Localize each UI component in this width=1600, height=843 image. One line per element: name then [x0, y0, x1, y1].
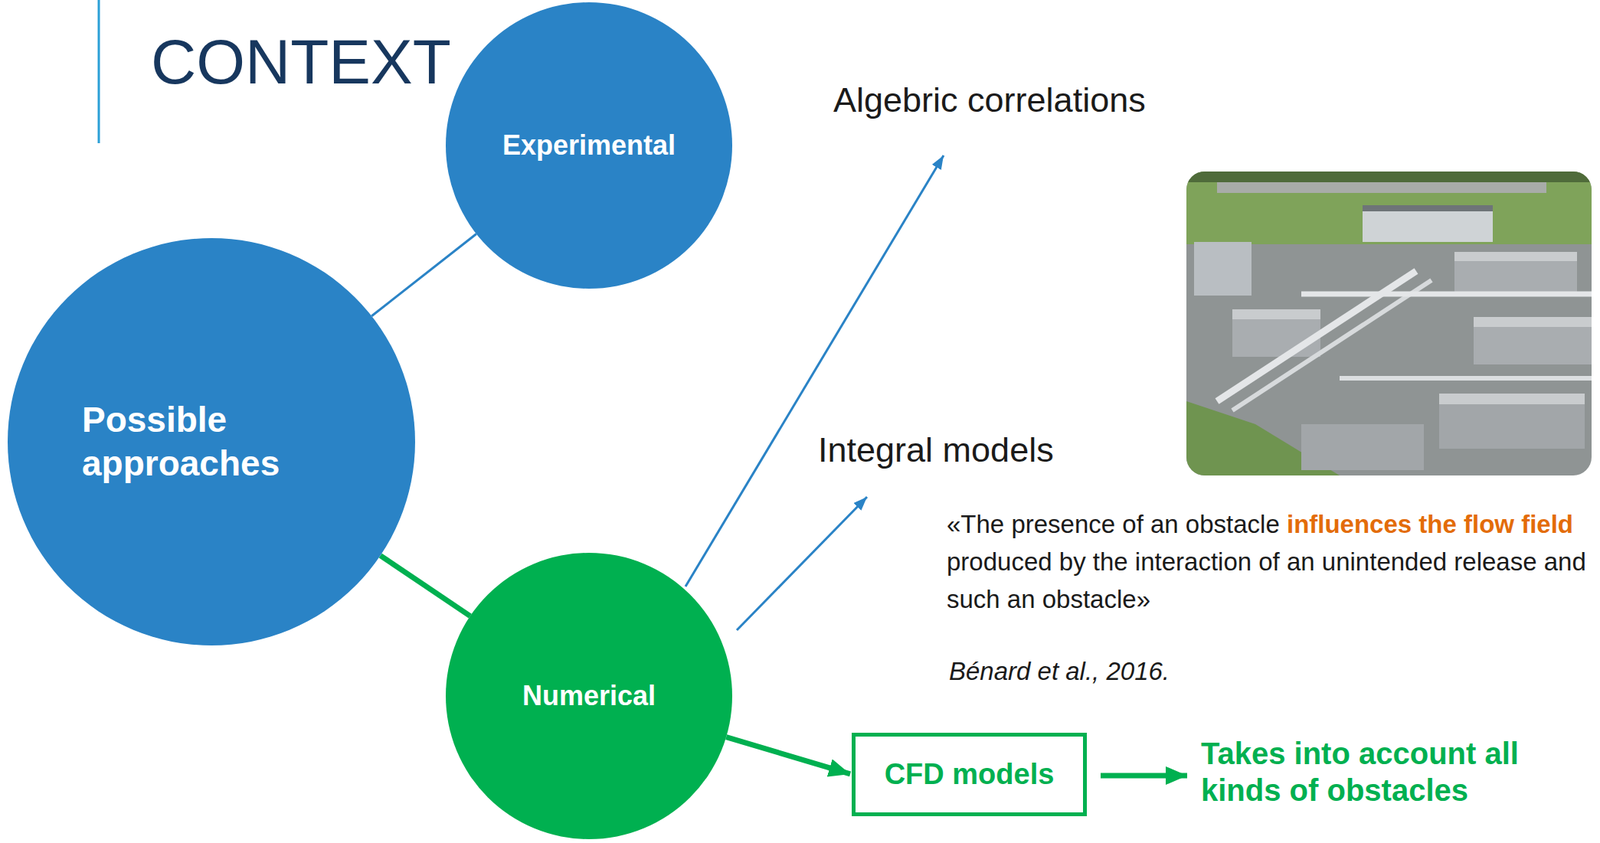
photo-content — [1186, 171, 1592, 476]
photo-pipe — [1217, 271, 1417, 402]
photo-pipe — [1232, 280, 1432, 411]
node-label: Possible approaches — [81, 398, 335, 487]
process-box: CFD models — [851, 732, 1087, 817]
pointer-arrow — [736, 497, 868, 631]
photo-cooler — [1454, 251, 1578, 295]
photo-cooler-top — [1232, 309, 1321, 320]
photo-cooler — [1473, 317, 1592, 365]
photo-cooler-top — [1473, 317, 1592, 328]
photo-cooler — [1439, 393, 1585, 449]
quote-text: produced by the interaction of an uninte… — [946, 547, 1587, 614]
photo-ground — [1186, 171, 1592, 476]
approach-circle: Experimental — [445, 2, 733, 289]
approach-circle: Possible approaches — [7, 238, 416, 646]
link-line — [371, 233, 477, 316]
photo-pipe — [1339, 376, 1592, 381]
node-label: Numerical — [522, 679, 656, 713]
accent-line — [98, 0, 101, 144]
slide-title: CONTEXT — [150, 30, 452, 94]
quote-block: «The presence of an obstacle influences … — [946, 505, 1594, 619]
box-border — [853, 735, 1086, 815]
photo-cooler — [1232, 309, 1321, 357]
photo-building — [1194, 242, 1252, 296]
photo-cooler-top — [1439, 393, 1585, 405]
citation: Bénard et al., 2016. — [948, 656, 1170, 688]
photo-cooler — [1301, 424, 1424, 471]
result-note: Takes into account all kinds of obstacle… — [1200, 735, 1596, 809]
photo-pipe — [1301, 291, 1592, 298]
photo-field — [1186, 171, 1592, 245]
flow-arrow — [726, 737, 851, 775]
photo-building — [1362, 208, 1493, 243]
link-line — [380, 556, 471, 617]
photo-trees — [1186, 171, 1592, 183]
circle-fill — [7, 238, 416, 646]
node-label: Experimental — [502, 128, 676, 162]
pointer-arrow — [685, 155, 944, 587]
result-arrow — [1100, 773, 1188, 779]
quote-highlight: influences the flow field — [1286, 510, 1574, 539]
plant-photo — [1186, 171, 1592, 476]
circle-shape — [7, 238, 416, 646]
circle-fill — [445, 552, 733, 840]
photo-roof — [1362, 205, 1493, 212]
approach-circle: Numerical — [445, 552, 733, 840]
photo-far-buildings — [1217, 182, 1547, 194]
quote-text: «The presence of an obstacle — [946, 510, 1280, 539]
node-label: CFD models — [884, 757, 1055, 793]
circle-fill — [445, 2, 733, 289]
method-label: Integral models — [817, 429, 1054, 472]
method-label: Algebric correlations — [833, 79, 1146, 122]
photo-cooler-top — [1454, 251, 1578, 262]
